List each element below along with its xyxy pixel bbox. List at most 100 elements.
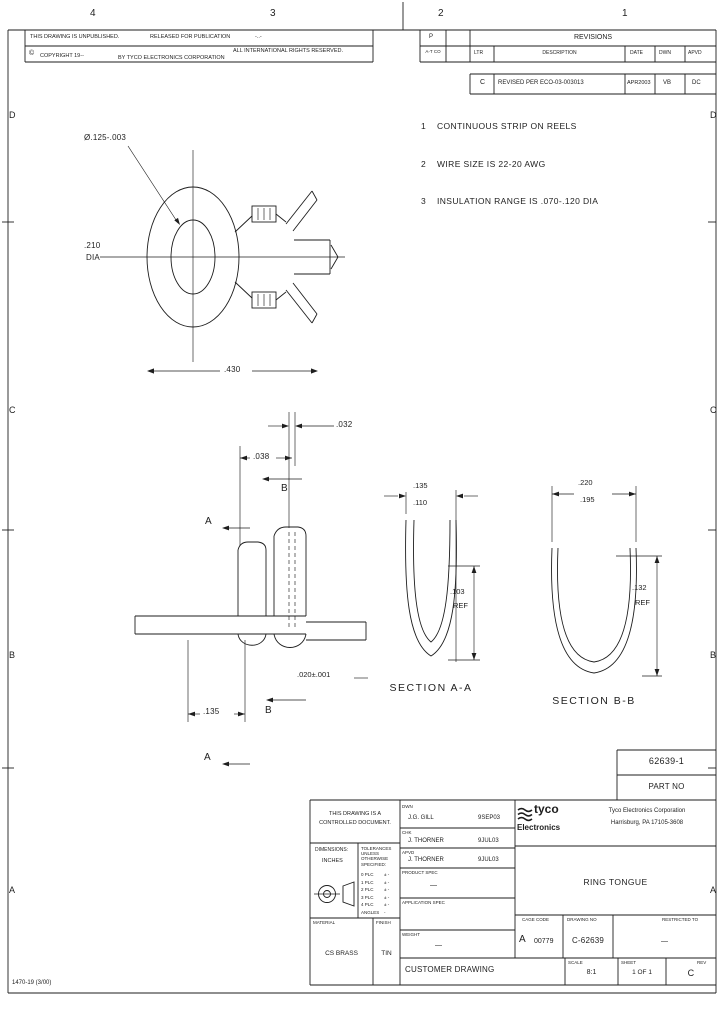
copyright-by-line: BY TYCO ELECTRONICS CORPORATION <box>118 55 225 61</box>
company-address: Harrisburg, PA 17105-3608 <box>610 820 684 826</box>
tol-0-label: 0 PLC <box>361 872 374 877</box>
zone-col-2: 2 <box>438 8 444 19</box>
section-a-title: SECTION A-A <box>389 682 473 694</box>
rights-line: ALL INTERNATIONAL RIGHTS RESERVED. <box>233 48 344 54</box>
weight-value: — <box>435 942 442 949</box>
drawing-no-label: DRAWING NO <box>567 917 597 922</box>
product-spec-value: — <box>430 882 437 889</box>
apvd-name: J. THORNER <box>408 857 444 863</box>
zone-row-c-right: C <box>710 405 717 415</box>
zone-col-3: 3 <box>270 8 276 19</box>
finish-value: TIN <box>381 950 392 957</box>
section-b-dim-outer: .220 <box>578 478 593 487</box>
zone-row-a-right: A <box>710 885 717 895</box>
sheet-value: 1 OF 1 <box>632 969 652 976</box>
dim-020: .020±.001 <box>297 670 331 679</box>
revisions-title: REVISIONS <box>573 34 613 41</box>
dim-038: .038 <box>253 452 270 461</box>
tol-angles-value: - <box>384 909 386 915</box>
tol-4-value: ± - <box>384 902 390 907</box>
dim-stock-dia-word: DIA <box>86 253 100 262</box>
section-a-dim-inner: .110 <box>413 498 428 507</box>
brand-electronics: Electronics <box>517 823 561 832</box>
section-a-arrow-label-bottom: A <box>204 752 211 763</box>
note-1-number: 1 <box>421 121 427 131</box>
copyright-icon: © <box>29 50 35 57</box>
product-spec-label: PRODUCT SPEC <box>402 870 438 875</box>
tol-angles-label: ANGLES <box>361 909 380 915</box>
doc-type: CUSTOMER DRAWING <box>405 965 495 974</box>
tol-2-value: ± - <box>384 887 390 892</box>
rev-value: C <box>687 968 695 978</box>
section-b-dim-inner: .195 <box>580 495 595 504</box>
dim-135: .135 <box>203 707 220 716</box>
section-a-view <box>384 490 480 662</box>
tol-3-label: 3 PLC <box>361 894 374 900</box>
drawing-title: RING TONGUE <box>583 877 648 887</box>
part-number: 62639-1 <box>648 756 685 766</box>
third-angle-projection-icon <box>314 881 355 907</box>
rev-col-dwn: DWN <box>659 50 671 56</box>
zone-row-d: D <box>9 110 16 120</box>
header-box-lines <box>24 30 374 63</box>
zone-row-a: A <box>9 885 16 895</box>
released-note: RELEASED FOR PUBLICATION <box>150 34 231 40</box>
section-b-title: SECTION B-B <box>552 695 636 707</box>
chk-date: 9JUL03 <box>478 838 499 844</box>
tol-3-value: ± - <box>384 894 390 900</box>
title-block-lines <box>309 799 716 986</box>
scale-label: SCALE <box>568 960 583 965</box>
part-no-label: PART NO <box>648 782 685 791</box>
dimensions-label: DIMENSIONS: <box>315 847 349 853</box>
zone-row-d-right: D <box>710 110 717 120</box>
section-b-arrow-label-top: B <box>281 483 288 494</box>
unpublished-note: THIS DRAWING IS UNPUBLISHED. <box>30 34 120 40</box>
material-label: MATERIAL <box>313 920 336 925</box>
rev-dist-col: A-T CO <box>425 49 441 54</box>
tolerances-header: TOLERANCES UNLESS OTHERWISE SPECIFIED: <box>361 846 392 867</box>
tyco-logo-icon <box>517 807 533 822</box>
plan-view <box>100 145 345 374</box>
rev-col-description: DESCRIPTION <box>542 50 577 56</box>
section-a-arrow-label-top: A <box>205 516 212 527</box>
cage-code-value: 00779 <box>534 938 554 945</box>
units-label: INCHES <box>322 858 343 864</box>
tol-1-value: ± - <box>384 879 390 885</box>
restricted-to-label: RESTRICTED TO <box>662 917 699 922</box>
zone-col-1: 1 <box>622 8 628 19</box>
tol-0-value: ± - <box>384 872 390 877</box>
dim-hole-dia: Ø.125-.003 <box>84 133 127 142</box>
material-value: CS BRASS <box>325 950 358 957</box>
section-a-ref: REF <box>453 601 468 610</box>
dim-overall-length: .430 <box>224 365 241 374</box>
tol-4-label: 4 PLC <box>361 902 374 907</box>
drawing-no-value: C-62639 <box>571 936 605 945</box>
scale-value: 8:1 <box>586 969 597 976</box>
apvd-date: 9JUL03 <box>478 857 499 863</box>
form-number: 1470-19 (3/00) <box>12 980 52 986</box>
note-3-text: INSULATION RANGE IS .070-.120 DIA <box>437 196 599 206</box>
chk-name: J. THORNER <box>408 838 444 844</box>
cage-code-label: CAGE CODE <box>522 917 550 922</box>
section-b-depth: .132 <box>632 583 647 592</box>
note-3-number: 3 <box>421 196 427 206</box>
dim-032: .032 <box>336 420 353 429</box>
note-2-text: WIRE SIZE IS 22-20 AWG <box>437 159 546 169</box>
zone-row-b: B <box>9 650 16 660</box>
rev-row-description: REVISED PER ECO-03-003013 <box>498 80 584 86</box>
zone-col-4: 4 <box>90 8 96 19</box>
rev-row-apvd: DC <box>692 80 701 86</box>
revisions-block-lines <box>419 30 716 95</box>
rev-row-dwn: VB <box>663 80 672 86</box>
rev-p-col: P <box>429 34 434 40</box>
dwn-date: 9SEP03 <box>478 815 501 821</box>
released-date: -..- <box>255 34 262 40</box>
tol-1-label: 1 PLC <box>361 879 374 885</box>
note-1-text: CONTINUOUS STRIP ON REELS <box>437 121 577 131</box>
controlled-document-note: THIS DRAWING IS A CONTROLLED DOCUMENT. <box>319 811 391 826</box>
side-view <box>134 412 368 767</box>
zone-row-c: C <box>9 405 16 415</box>
chk-label: CHK <box>402 830 412 835</box>
